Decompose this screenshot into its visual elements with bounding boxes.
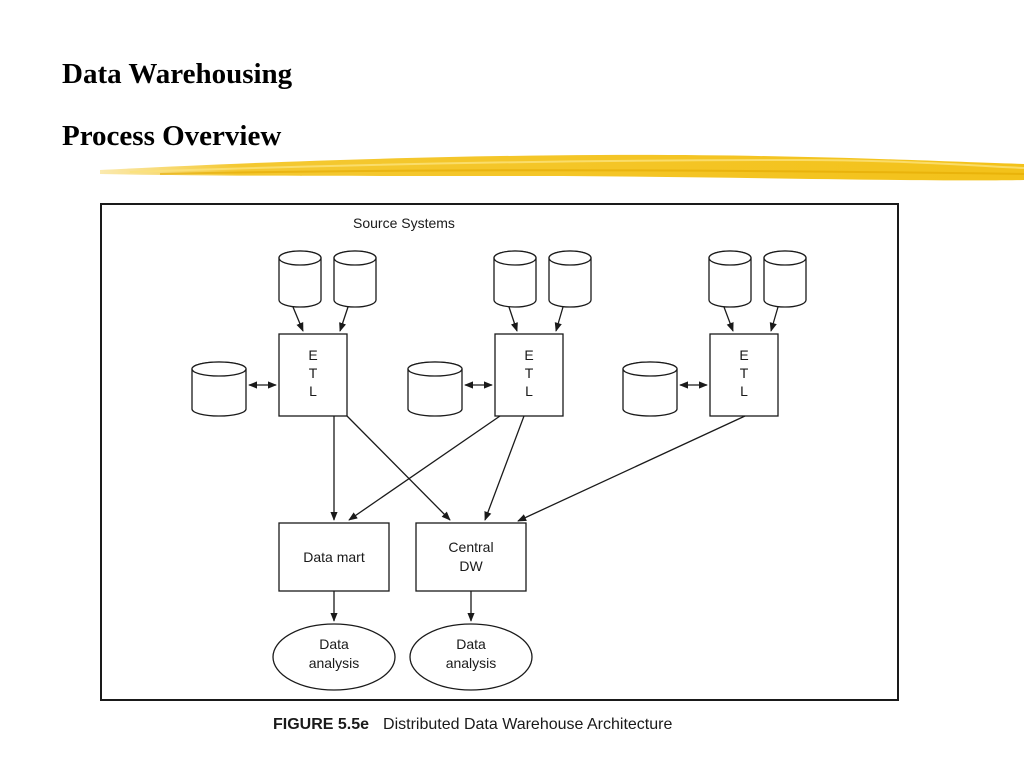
data-analysis-ellipse-2: Data analysis [409,623,533,691]
slide-title: Data Warehousing [62,58,293,90]
source-systems-label: Source Systems [353,215,455,231]
staging-database-icon [191,361,247,417]
analysis-label-line2: analysis [446,655,497,671]
etl-letter-l: L [740,383,748,399]
arrow [554,306,564,332]
data-analysis-ellipse-1: Data analysis [272,623,396,691]
etl-box-3: E T L [709,333,779,417]
etl-letter-l: L [309,383,317,399]
staging-database-icon [407,361,463,417]
analysis-label-line1: Data [456,636,486,652]
etl-letter-l: L [525,383,533,399]
etl-letter-t: T [309,365,318,381]
arrow [484,415,525,521]
etl-letter-e: E [524,347,533,363]
source-database-icon [548,250,592,308]
architecture-diagram: Source Systems E T L E T L E T L Data ma… [100,203,899,701]
source-database-icon [493,250,537,308]
figure-text: Distributed Data Warehouse Architecture [383,716,673,733]
source-database-icon [763,250,807,308]
source-database-icon [708,250,752,308]
arrow [723,306,734,332]
slide-subtitle: Process Overview [62,120,282,152]
arrow [517,415,746,522]
arrow [339,306,349,332]
staging-database-icon [622,361,678,417]
figure-label: FIGURE 5.5e [273,716,370,733]
arrow [346,415,451,521]
etl-letter-t: T [525,365,534,381]
arrow [508,306,518,332]
data-mart-label: Data mart [303,549,365,565]
central-dw-box: Central DW [415,522,527,592]
source-database-icon [333,250,377,308]
arrow [292,306,304,332]
etl-letter-e: E [739,347,748,363]
data-mart-box: Data mart [278,522,390,592]
central-dw-label-line1: Central [448,539,493,555]
source-database-icon [278,250,322,308]
etl-box-1: E T L [278,333,348,417]
figure-caption: FIGURE 5.5e Distributed Data Warehouse Ar… [273,716,672,734]
etl-box-2: E T L [494,333,564,417]
etl-letter-e: E [308,347,317,363]
etl-letter-t: T [740,365,749,381]
arrow [348,415,501,521]
arrow [769,306,779,332]
analysis-label-line1: Data [319,636,349,652]
analysis-label-line2: analysis [309,655,360,671]
central-dw-label-line2: DW [459,558,483,574]
highlighter-stroke [100,154,1024,181]
